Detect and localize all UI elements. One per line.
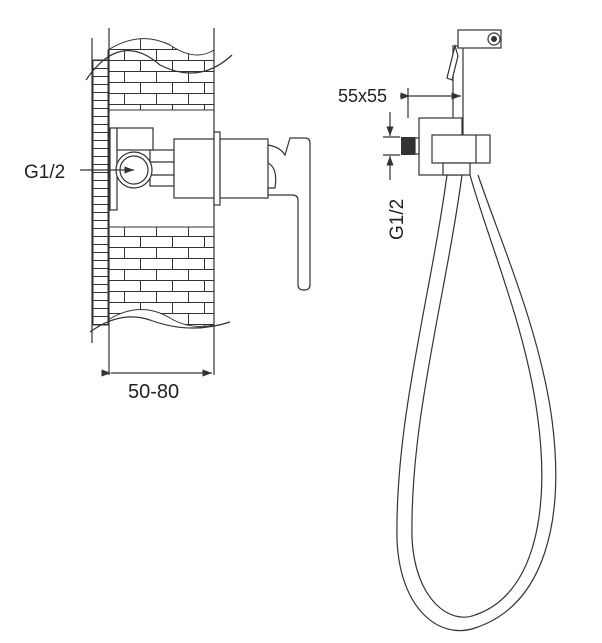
left-brick-column: [92, 59, 109, 326]
left-inlet-label: G1/2: [24, 162, 65, 183]
upper-brick-band: [107, 38, 215, 111]
wall-section: [85, 28, 233, 375]
concealed-valve: [109, 127, 311, 291]
plate-size-label: 55x55: [338, 86, 387, 106]
depth-label: 50-80: [128, 381, 179, 403]
right-inlet-label: G1/2: [387, 199, 408, 240]
lower-brick-band: [107, 226, 215, 327]
hose: [396, 174, 557, 632]
spray-nozzle: [487, 32, 501, 46]
holder-bracket: [431, 134, 491, 164]
wall-outlet: [401, 117, 491, 176]
bidet-sprayer: [446, 29, 502, 135]
hose-nut: [442, 162, 471, 176]
threaded-nipple: [401, 137, 415, 155]
lever-handle: [267, 137, 311, 291]
